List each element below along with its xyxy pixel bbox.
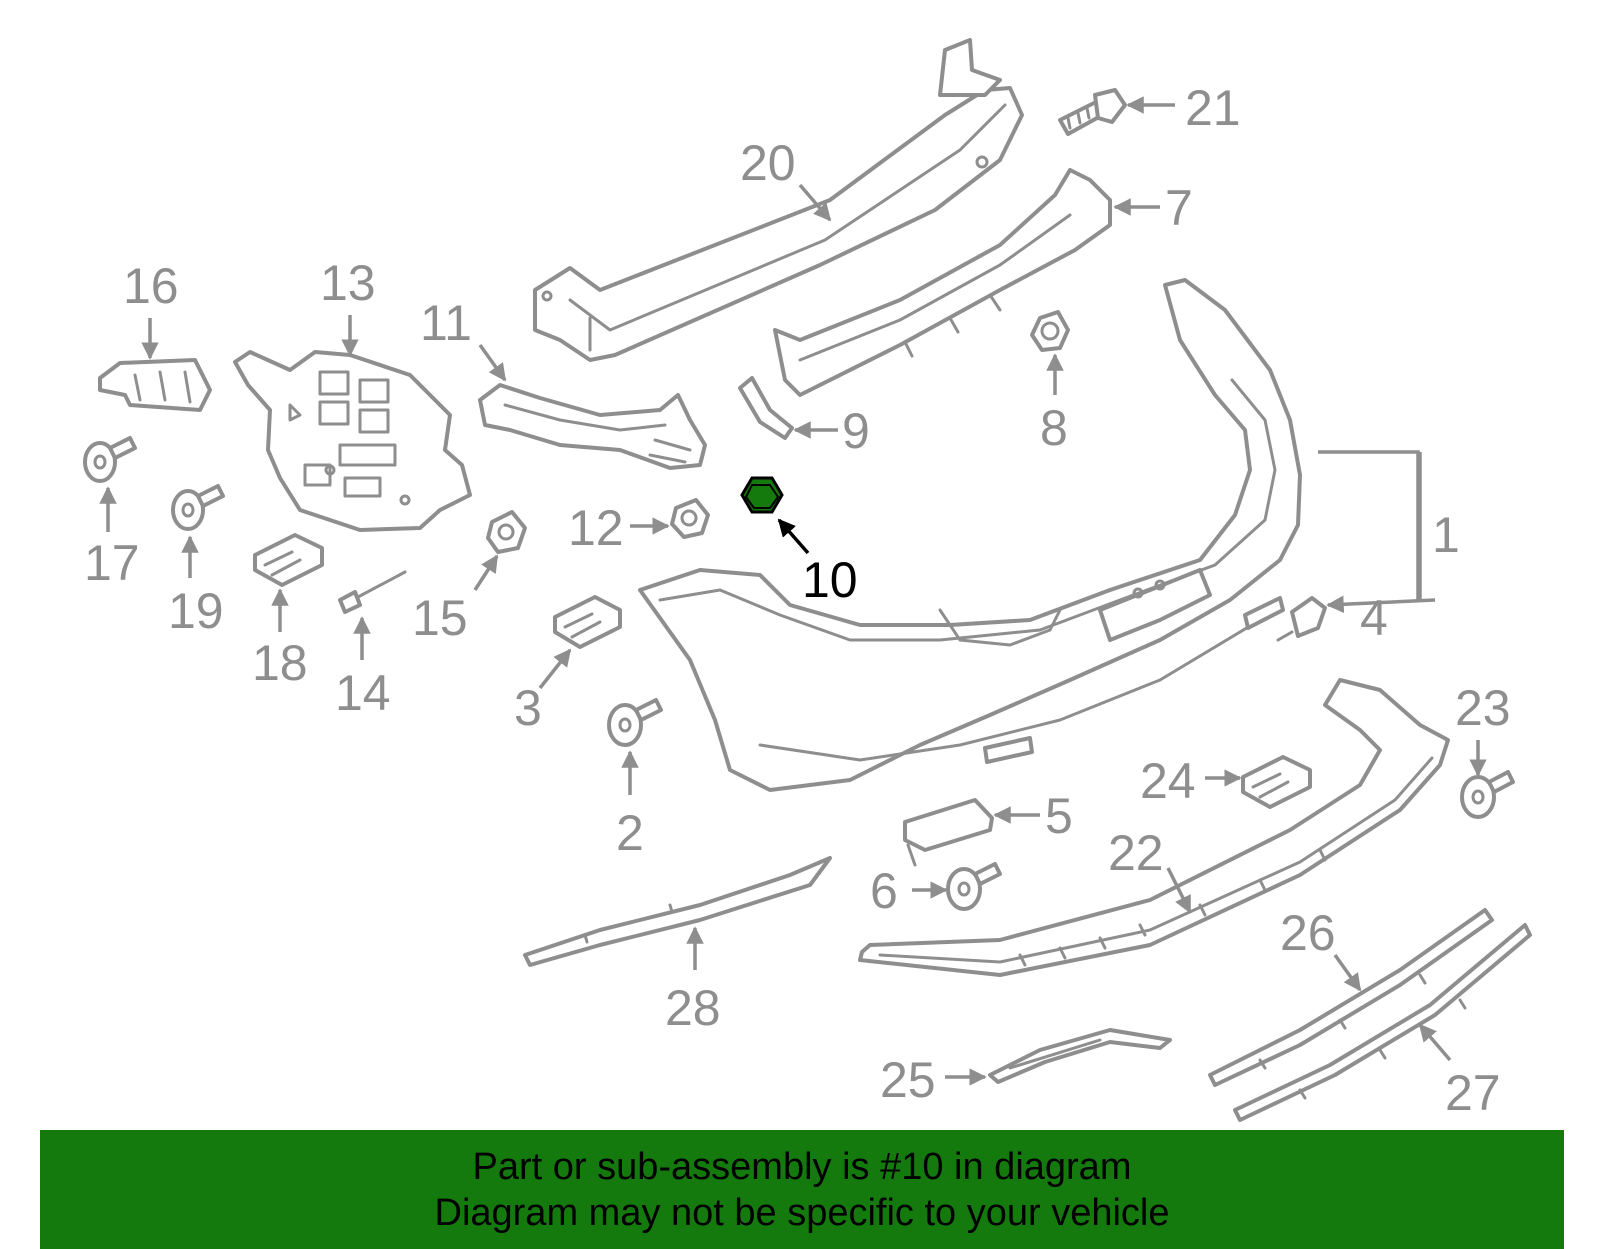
callout-19: 19 [168,583,224,639]
callout-18: 18 [252,635,308,691]
callout-24: 24 [1140,753,1196,809]
callout-22: 22 [1108,825,1164,881]
part-12-nut [670,498,710,539]
part-22-lower-valance [858,678,1450,977]
callout-2: 2 [616,805,644,861]
callout-4: 4 [1360,590,1388,646]
part-19-push-pin [171,484,225,531]
part-1-bumper-cover [638,278,1302,792]
callout-23: 23 [1455,680,1511,736]
callout-26: 26 [1280,905,1336,961]
part-13-bracket [233,350,472,532]
part-27-trim-strip [1233,923,1532,1122]
callout-16: 16 [123,258,179,314]
banner-line-part: Part or sub-assembly is #10 in diagram [472,1146,1132,1188]
part-3-clip [553,595,622,649]
part-9-bracket [738,376,794,440]
part-5-bracket [903,798,994,867]
callout-10-highlighted: 10 [802,552,858,608]
callout-8: 8 [1040,400,1068,456]
callout-17: 17 [84,535,140,591]
callout-15: 15 [412,590,468,646]
part-2-bolt [607,698,663,747]
callout-3: 3 [514,680,542,736]
banner-line-disclaimer: Diagram may not be specific to your vehi… [434,1192,1170,1234]
part-25-reflector [988,1028,1172,1084]
callout-numbers: 1 2 3 4 5 6 7 8 9 10 11 12 13 14 15 16 1… [84,80,1511,1121]
part-26-trim-strip [1208,908,1494,1087]
part-16-trim [98,358,212,412]
callout-5: 5 [1045,788,1073,844]
callout-27: 27 [1445,1065,1501,1121]
part-14-rivet [338,570,407,614]
part-18-clip [253,533,324,587]
part-4-clip [1276,596,1327,642]
info-banner: Part or sub-assembly is #10 in diagram D… [40,1130,1564,1249]
callout-12: 12 [568,500,624,556]
callout-20: 20 [740,135,796,191]
callout-1: 1 [1432,507,1460,563]
callout-28: 28 [665,980,721,1036]
part-23-bolt [1460,770,1515,819]
callout-11: 11 [420,295,472,351]
part-6-bolt [946,862,1002,911]
part-17-push-pin [83,436,137,483]
part-8-nut [1030,310,1070,352]
callout-9: 9 [842,403,870,459]
part-21-bolt [1058,88,1127,136]
callout-14: 14 [335,665,391,721]
callout-7: 7 [1165,180,1193,236]
part-7-energy-absorber [773,168,1112,397]
leader-lines [99,96,1487,1086]
part-28-trim-strip [523,856,832,967]
callout-21: 21 [1185,80,1241,136]
callout-25: 25 [880,1052,936,1108]
part-10-nut-highlighted [740,476,784,514]
part-24-clip [1241,755,1312,809]
part-11-side-bracket [478,383,707,470]
callout-13: 13 [320,255,376,311]
callout-6: 6 [870,863,898,919]
part-20-bumper-reinforcement [533,38,1024,362]
part-15-nut [486,510,527,554]
